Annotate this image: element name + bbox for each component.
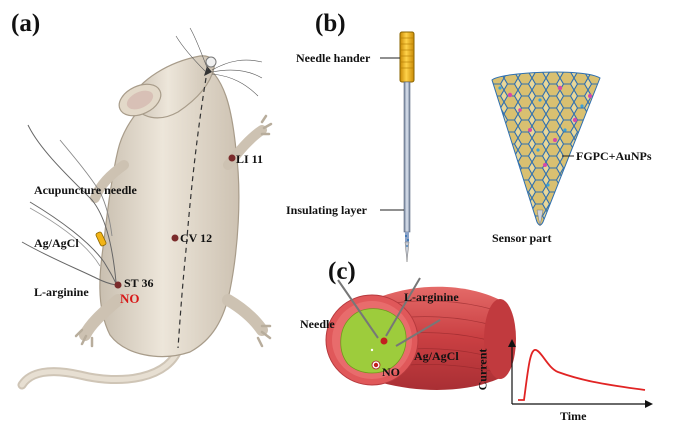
label-sensor-part: Sensor part	[492, 231, 552, 245]
label-acupuncture-needle: Acupuncture needle	[34, 183, 137, 197]
label-fgpc-aunps: FGPC+AuNPs	[576, 149, 652, 163]
label-li11: LI 11	[236, 152, 264, 166]
plot-xlabel: Time	[560, 409, 587, 423]
acupoint-st36	[114, 281, 122, 289]
muscle-tissue	[325, 277, 516, 390]
panel-label-c: (c)	[328, 258, 356, 285]
acupoint-li11	[228, 154, 236, 162]
label-st36: ST 36	[124, 276, 154, 290]
label-l-arginine-a: L-arginine	[34, 285, 89, 299]
label-no-a: NO	[120, 291, 140, 306]
label-no-c: NO	[382, 365, 400, 379]
label-needle-hander: Needle hander	[296, 51, 371, 65]
label-cv12: CV 12	[180, 231, 213, 245]
current-curve	[518, 349, 646, 401]
sensor-part-cone	[491, 71, 601, 227]
plot-ylabel: Current	[475, 348, 490, 391]
label-ag-agcl-a: Ag/AgCl	[34, 236, 79, 250]
label-l-arginine-c: L-arginine	[404, 290, 459, 304]
label-ag-agcl-c: Ag/AgCl	[414, 349, 459, 363]
acupoint-cv12	[171, 234, 179, 242]
label-insulating-layer: Insulating layer	[286, 203, 368, 217]
panel-label-a: (a)	[11, 10, 41, 37]
rat-electrodes	[21, 124, 117, 286]
label-needle-c: Needle	[300, 317, 335, 331]
current-time-plot	[508, 339, 653, 408]
rat-illustration	[17, 27, 273, 390]
panel-label-b: (b)	[315, 10, 346, 37]
needle-electrode	[380, 31, 415, 263]
